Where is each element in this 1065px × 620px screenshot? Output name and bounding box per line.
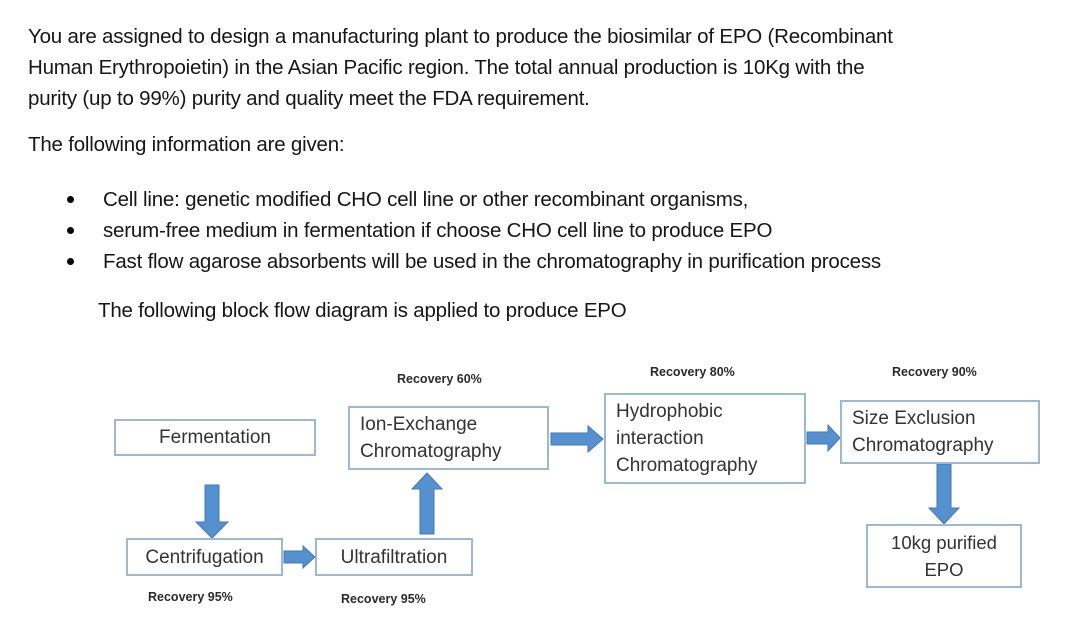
list-item: Fast flow agarose absorbents will be use… bbox=[28, 246, 1003, 277]
box-label-line: Chromatography bbox=[360, 441, 502, 462]
box-label: Ultrafiltration bbox=[340, 546, 448, 568]
box-label-line: interaction bbox=[616, 428, 704, 449]
intro-paragraph: You are assigned to design a manufacturi… bbox=[28, 21, 1003, 114]
list-item-text: Cell line: genetic modified CHO cell lin… bbox=[103, 188, 749, 211]
process-box-size-exclusion-chromatography: Size Exclusion Chromatography bbox=[840, 400, 1040, 464]
arrow-right-hydrophobic-to-size-exclusion bbox=[806, 423, 841, 453]
process-box-hydrophobic-interaction-chromatography: Hydrophobic interaction Chromatography bbox=[604, 393, 806, 484]
intro-line: purity (up to 99%) purity and quality me… bbox=[28, 87, 590, 110]
bullet-dot-icon bbox=[67, 196, 74, 203]
arrow-up-ultrafiltration-to-ion-exchange bbox=[410, 472, 444, 535]
box-label-line: Hydrophobic bbox=[616, 401, 723, 422]
process-box-ultrafiltration: Ultrafiltration bbox=[315, 538, 473, 576]
given-heading: The following information are given: bbox=[28, 133, 345, 156]
list-item-text: Fast flow agarose absorbents will be use… bbox=[103, 250, 881, 273]
arrow-down-size-exclusion-to-product bbox=[927, 463, 961, 525]
box-label-line: Chromatography bbox=[852, 435, 994, 456]
box-label-line: Size Exclusion bbox=[852, 408, 976, 429]
recovery-label-hydrophobic: Recovery 80% bbox=[650, 365, 735, 379]
recovery-label-ultrafiltration: Recovery 95% bbox=[341, 592, 426, 606]
box-label-line: 10kg purified bbox=[891, 532, 997, 553]
document-text: You are assigned to design a manufacturi… bbox=[28, 21, 1003, 326]
intro-line: You are assigned to design a manufacturi… bbox=[28, 25, 893, 48]
recovery-label-centrifugation: Recovery 95% bbox=[148, 590, 233, 604]
list-item: Cell line: genetic modified CHO cell lin… bbox=[28, 184, 1003, 215]
box-label-line: Ion-Exchange bbox=[360, 414, 478, 435]
recovery-label-ion-exchange: Recovery 60% bbox=[397, 372, 482, 386]
process-box-centrifugation: Centrifugation bbox=[126, 538, 283, 576]
bullet-dot-icon bbox=[67, 258, 74, 265]
process-box-fermentation: Fermentation bbox=[114, 419, 316, 456]
intro-line: Human Erythropoietin) in the Asian Pacif… bbox=[28, 56, 865, 79]
box-label: Fermentation bbox=[159, 427, 271, 448]
box-label-line: EPO bbox=[924, 559, 964, 580]
list-item: serum-free medium in fermentation if cho… bbox=[28, 215, 1003, 246]
box-label-line: Chromatography bbox=[616, 455, 758, 476]
bullet-dot-icon bbox=[67, 227, 74, 234]
bullet-list: Cell line: genetic modified CHO cell lin… bbox=[28, 184, 1003, 277]
process-box-purified-epo: 10kg purified EPO bbox=[866, 524, 1022, 588]
arrow-right-centrifugation-to-ultrafiltration bbox=[283, 544, 316, 570]
box-label: Centrifugation bbox=[145, 546, 264, 568]
list-item-text: serum-free medium in fermentation if cho… bbox=[103, 219, 773, 242]
arrow-right-ion-exchange-to-hydrophobic bbox=[550, 424, 604, 454]
arrow-down-fermentation-to-centrifugation bbox=[194, 484, 230, 539]
diagram-caption: The following block flow diagram is appl… bbox=[98, 299, 627, 322]
process-box-ion-exchange-chromatography: Ion-Exchange Chromatography bbox=[348, 406, 549, 470]
recovery-label-size-exclusion: Recovery 90% bbox=[892, 365, 977, 379]
